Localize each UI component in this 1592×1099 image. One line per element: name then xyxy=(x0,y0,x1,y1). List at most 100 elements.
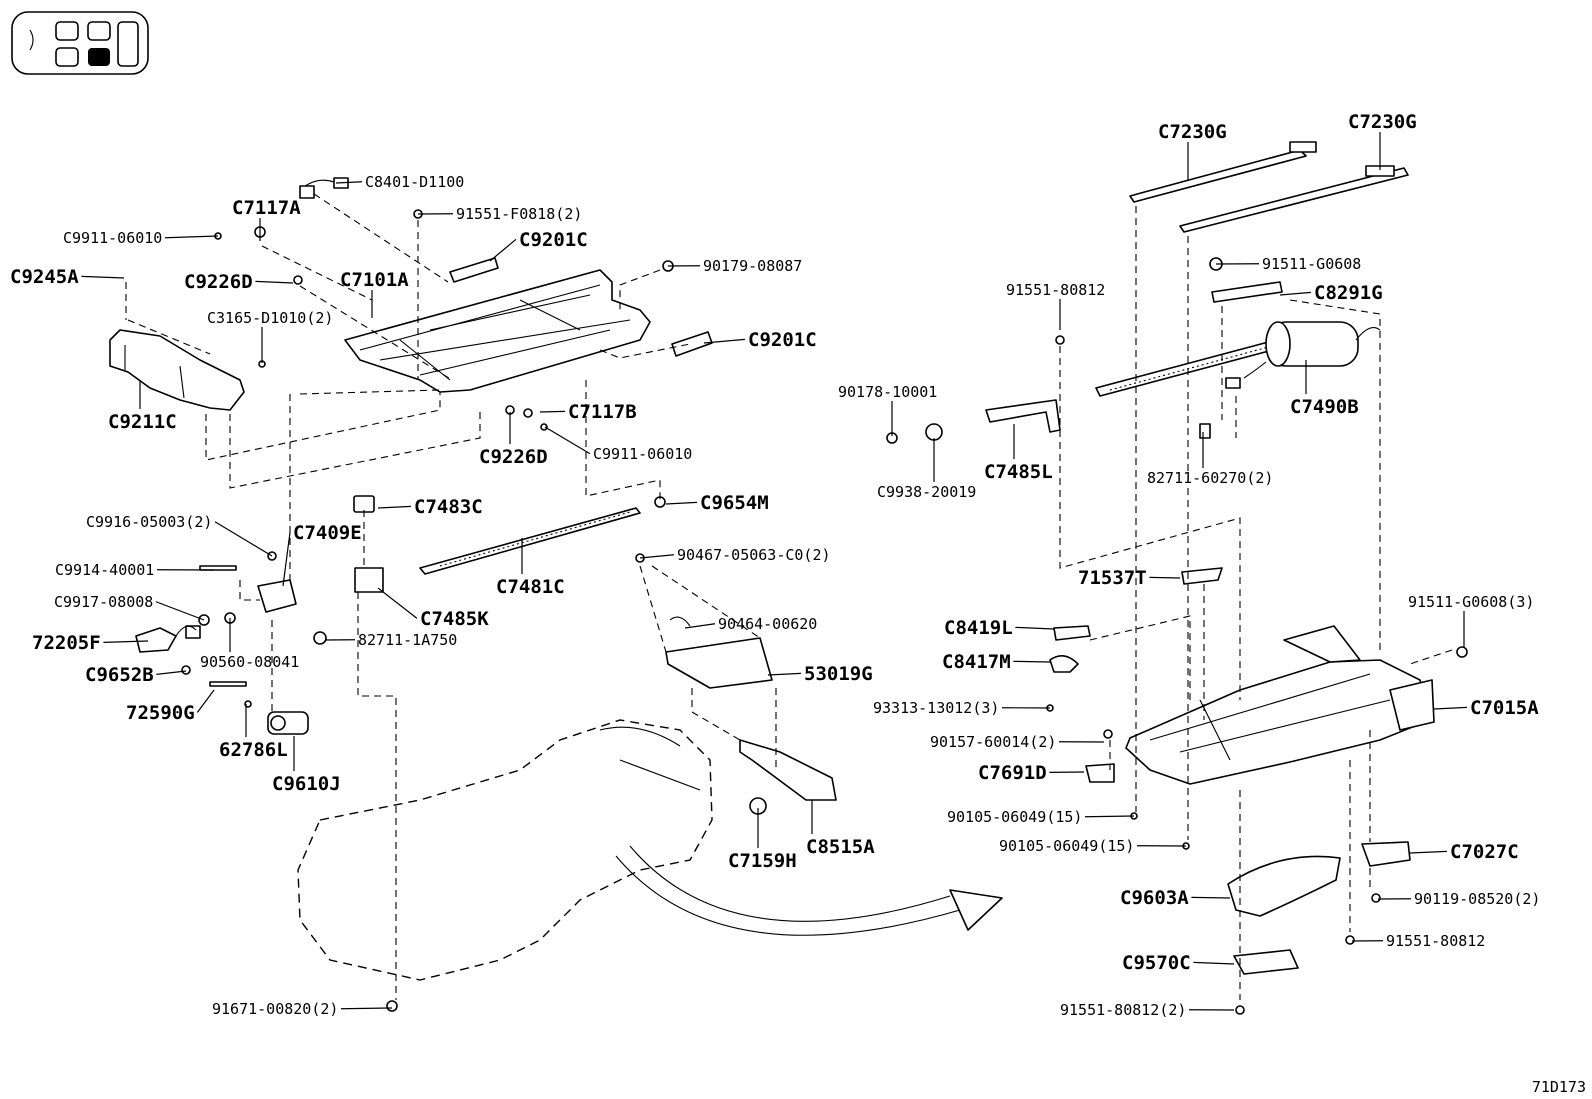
part-label-c9911b: C9911-06010 xyxy=(593,445,692,463)
leader-line-c9226d1 xyxy=(255,280,294,284)
part-label-c9201c2: C9201C xyxy=(748,329,817,351)
part-label-p93313: 93313-13012(3) xyxy=(873,699,999,717)
part-label-p90464: 90464-00620 xyxy=(718,615,817,633)
part-label-c7485l: C7485L xyxy=(984,461,1053,483)
leader-line-c7483c xyxy=(377,505,412,509)
leader-line-p90105a xyxy=(1084,815,1135,818)
seat-cushion-outline xyxy=(297,719,713,981)
part-label-c8515a: C8515A xyxy=(806,836,875,858)
leader-line-p90467 xyxy=(639,554,675,559)
leader-line-c7015a xyxy=(1433,706,1468,710)
part-label-p90467: 90467-05063-C0(2) xyxy=(677,546,831,564)
part-label-c9570c: C9570C xyxy=(1122,952,1191,974)
part-label-c9603a: C9603A xyxy=(1120,887,1189,909)
cover-panel-center xyxy=(635,553,773,689)
part-label-c7691d: C7691D xyxy=(978,762,1047,784)
part-label-c7027c: C7027C xyxy=(1450,841,1519,863)
screw-shaft xyxy=(419,507,641,575)
part-label-c9654m: C9654M xyxy=(700,492,769,514)
part-label-c9914: C9914-40001 xyxy=(55,561,154,579)
leader-line-c8417m xyxy=(1013,660,1051,663)
leader-line-c9916 xyxy=(214,521,273,557)
direction-arrow xyxy=(615,845,1003,936)
part-label-p72205f: 72205F xyxy=(32,632,101,654)
part-label-p90105a: 90105-06049(15) xyxy=(947,808,1082,826)
leader-line-p71537t xyxy=(1149,576,1181,579)
part-label-p82711a: 82711-1A750 xyxy=(358,631,457,649)
leader-line-c9201c2 xyxy=(703,338,746,344)
wire-harness-top xyxy=(299,177,349,199)
leader-line-p53019g xyxy=(767,672,802,676)
part-label-p90178: 90178-10001 xyxy=(838,383,937,401)
part-label-c7117a: C7117A xyxy=(232,197,301,219)
assembly-guide-lines xyxy=(125,193,1453,1000)
seat-track-frame xyxy=(344,269,651,393)
part-label-c3165: C3165-D1010(2) xyxy=(207,309,333,327)
leader-line-c8419l xyxy=(1015,626,1055,630)
leader-line-c7027c xyxy=(1409,850,1448,854)
leader-line-p91671 xyxy=(340,1007,393,1010)
part-label-c9201c1: C9201C xyxy=(519,229,588,251)
part-label-c8291g: C8291G xyxy=(1314,282,1383,304)
part-label-c8419l: C8419L xyxy=(944,617,1013,639)
leader-line-c7485k xyxy=(377,587,418,619)
leader-line-c9652b xyxy=(156,670,187,675)
part-label-c9226d1: C9226D xyxy=(184,271,253,293)
diagram-id-label: 71D173 xyxy=(1532,1078,1586,1096)
part-label-p82711b: 82711-60270(2) xyxy=(1147,469,1273,487)
leader-line-c8291g xyxy=(1279,291,1312,296)
part-label-p90560: 90560-08041 xyxy=(200,653,299,671)
part-label-c7230g2: C7230G xyxy=(1348,111,1417,133)
seat-position-icon xyxy=(11,11,149,75)
part-label-c7409e: C7409E xyxy=(293,522,362,544)
part-label-p62786l: 62786L xyxy=(219,739,288,761)
part-label-c9911a: C9911-06010 xyxy=(63,229,162,247)
part-label-c7230g1: C7230G xyxy=(1158,121,1227,143)
leader-line-c9245a xyxy=(81,275,125,279)
leader-line-c8401 xyxy=(335,181,363,184)
part-label-p91551f: 91551-F0818(2) xyxy=(456,205,582,223)
leader-line-p72590g xyxy=(196,689,215,713)
part-label-c9226d2: C9226D xyxy=(479,446,548,468)
part-label-p53019g: 53019G xyxy=(804,663,873,685)
slide-rail-strips xyxy=(1129,141,1409,233)
part-label-p90157: 90157-60014(2) xyxy=(930,733,1056,751)
slide-rail-cover xyxy=(449,257,713,357)
part-label-p72590g: 72590G xyxy=(126,702,195,724)
leader-line-p72205f xyxy=(103,640,149,643)
part-label-c8417m: C8417M xyxy=(942,651,1011,673)
side-cover xyxy=(109,329,245,411)
small-parts-right xyxy=(1046,567,1468,1015)
bracket-right xyxy=(886,257,1283,444)
part-label-c7481c: C7481C xyxy=(496,576,565,598)
part-label-p91551c: 91551-80812(2) xyxy=(1060,1001,1186,1019)
leader-line-c9917 xyxy=(155,601,205,621)
part-label-p90119: 90119-08520(2) xyxy=(1414,890,1540,908)
part-label-c9610j: C9610J xyxy=(272,773,341,795)
motor-assembly-left xyxy=(135,625,309,735)
part-label-p71537t: 71537T xyxy=(1078,567,1147,589)
part-label-c9938: C9938-20019 xyxy=(877,483,976,501)
part-label-p91511b: 91511-G0608(3) xyxy=(1408,593,1534,611)
leader-line-c9654m xyxy=(665,501,698,505)
leader-lines xyxy=(81,132,1468,1011)
part-label-c7117b: C7117B xyxy=(568,401,637,423)
part-label-c9652b: C9652B xyxy=(85,664,154,686)
bracket-center xyxy=(739,739,837,815)
part-label-c9245a: C9245A xyxy=(10,266,79,288)
leader-line-c7117b xyxy=(539,410,566,413)
leader-line-c9201c1 xyxy=(489,238,517,262)
part-label-c8401: C8401-D1100 xyxy=(365,173,464,191)
leader-line-c9570c xyxy=(1193,961,1235,965)
part-label-c7483c: C7483C xyxy=(414,496,483,518)
leader-line-c9911b xyxy=(544,426,591,455)
part-label-p90105b: 90105-06049(15) xyxy=(999,837,1134,855)
part-label-p91551a: 91551-80812 xyxy=(1006,281,1105,299)
motor-assembly-right xyxy=(1225,321,1381,389)
part-label-p91671: 91671-00820(2) xyxy=(212,1000,338,1018)
leader-line-p90464 xyxy=(684,623,716,629)
part-label-c7015a: C7015A xyxy=(1470,697,1539,719)
part-label-c7159h: C7159H xyxy=(728,850,797,872)
leader-line-c9603a xyxy=(1191,896,1231,899)
